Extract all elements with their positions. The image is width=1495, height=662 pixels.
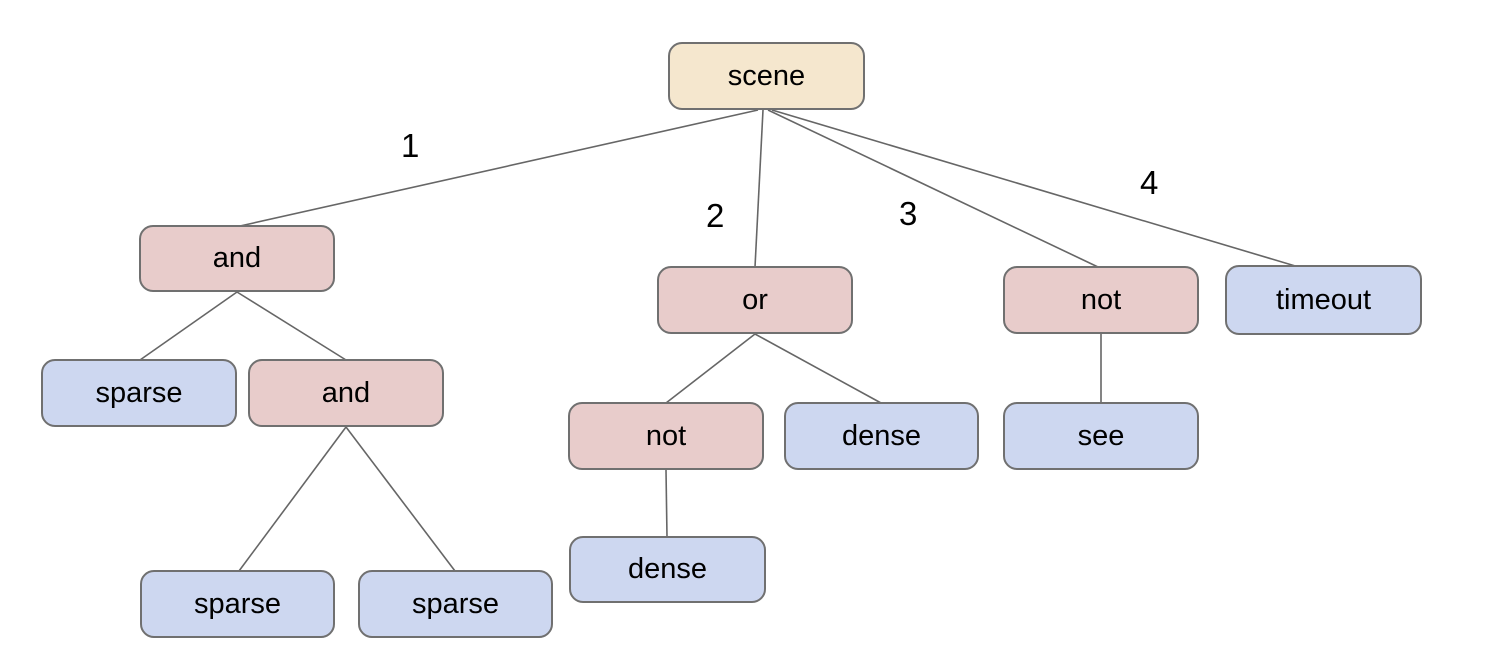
edge-label-3: 3 (899, 195, 918, 232)
node-sparse-1: sparse (41, 359, 237, 427)
node-not-2: not (568, 402, 764, 470)
node-dense-1: dense (784, 402, 979, 470)
edge-scene-timeout (771, 109, 1303, 269)
node-sparse-3: sparse (358, 570, 553, 638)
node-or-1: or (657, 266, 853, 334)
edge-or1-dense1 (754, 333, 882, 404)
edge-or1-not2 (665, 333, 756, 404)
node-timeout-1: timeout (1225, 265, 1422, 335)
edge-scene-and1 (239, 109, 759, 227)
node-not-1: not (1003, 266, 1199, 334)
edge-not2-dense2 (665, 469, 668, 538)
edge-label-2: 2 (706, 197, 725, 234)
edge-scene-or1 (754, 109, 764, 268)
node-and-2: and (248, 359, 444, 427)
node-see-1: see (1003, 402, 1199, 470)
node-dense-2: dense (569, 536, 766, 603)
edge-label-4: 4 (1140, 164, 1159, 201)
node-sparse-2: sparse (140, 570, 335, 638)
node-and-1: and (139, 225, 335, 292)
edge-label-1: 1 (401, 127, 420, 164)
edge-and1-and2 (236, 291, 347, 361)
node-scene: scene (668, 42, 865, 110)
edge-and2-sparse3 (345, 426, 456, 572)
edge-scene-not1 (767, 109, 1099, 268)
edge-and2-sparse2 (238, 426, 347, 572)
edge-and1-sparse1 (139, 291, 238, 361)
